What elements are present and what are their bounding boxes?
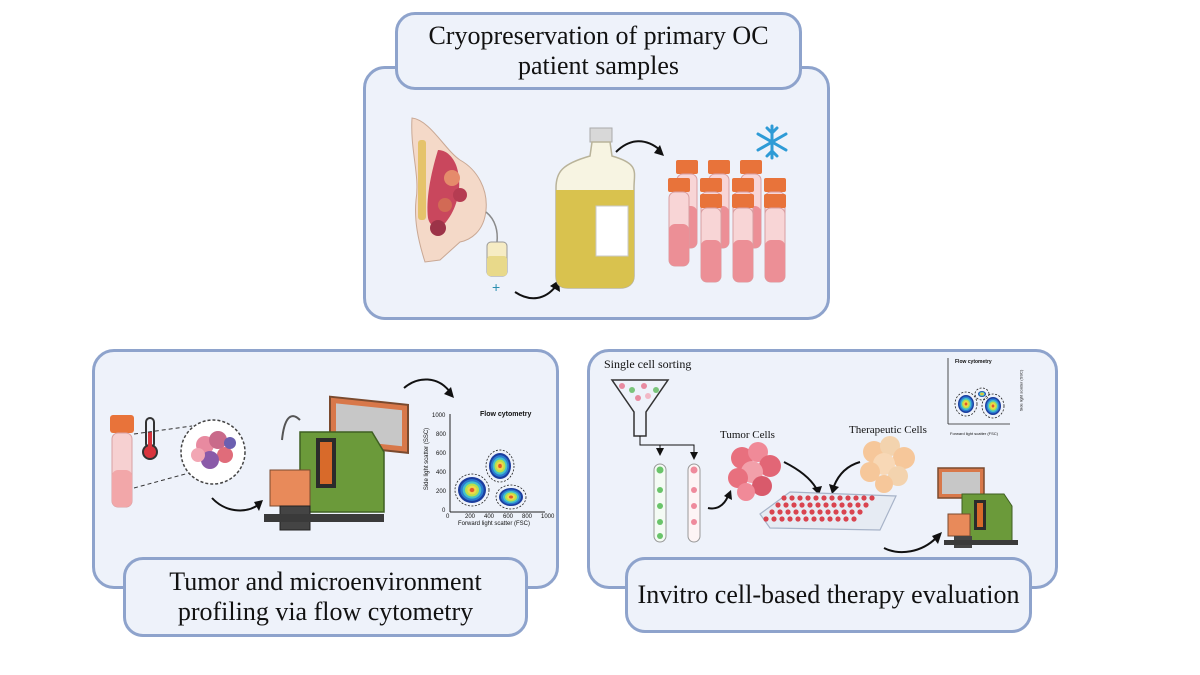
- cell-sorter-funnel-icon: [610, 379, 670, 437]
- right-plot-ylabel: Side light scatter (SSC): [1018, 369, 1024, 412]
- left-plot-ytick: 600: [436, 451, 447, 457]
- arrow-icon: [615, 140, 661, 153]
- tumor-cells-label: Tumor Cells: [720, 429, 775, 441]
- flow-profiling-title-line1: Tumor and microenvironment: [169, 567, 482, 596]
- left-plot-ytick: 800: [436, 432, 447, 438]
- panel-flow-profiling: [92, 349, 559, 589]
- therapeutic-cells-label: Therapeutic Cells: [849, 424, 927, 436]
- cryo-tube-icon: [668, 178, 690, 267]
- right-plot-xlabel: Forward light scatter (FSC): [950, 431, 999, 436]
- left-plot-ytick: 200: [436, 489, 447, 495]
- flow-profiling-title-box: Tumor and microenvironment profiling via…: [123, 557, 528, 637]
- left-plot-xtick: 200: [465, 514, 476, 520]
- flow-profiling-title-line2: profiling via flow cytometry: [177, 597, 474, 626]
- left-plot-ytick: 1000: [432, 413, 446, 419]
- left-plot-xtick: 1000: [541, 514, 555, 520]
- arrow-icon: [783, 461, 817, 489]
- well-plate-icon: [759, 491, 897, 531]
- cell-cluster-icon: [180, 419, 246, 485]
- arrow-icon: [707, 495, 729, 510]
- test-tube-icon: [110, 415, 134, 508]
- arrow-icon: [211, 497, 259, 512]
- arrow-icon: [514, 285, 557, 300]
- left-plot-xtick: 0: [446, 514, 450, 520]
- left-flow-plot: [449, 414, 545, 513]
- left-plot-title: Flow cytometry: [480, 411, 532, 418]
- left-plot-xtick: 600: [503, 514, 514, 520]
- single-cell-sorting-label: Single cell sorting: [604, 357, 692, 371]
- left-plot-ytick: 400: [436, 470, 447, 476]
- test-tube-icon: [653, 463, 667, 543]
- cryopreservation-title-line2: patient samples: [517, 51, 679, 80]
- patient-abdomen-icon: [411, 117, 487, 263]
- left-plot-xlabel: Forward light scatter (FSC): [458, 521, 531, 527]
- right-flow-plot: [947, 358, 1010, 425]
- arrow-icon: [403, 378, 451, 393]
- tumor-cells-icon: [728, 442, 781, 501]
- therapeutic-cells-icon: [860, 436, 915, 493]
- snowflake-icon: [756, 124, 788, 160]
- left-plot-xtick: 400: [484, 514, 495, 520]
- flow-cytometer-icon: [264, 395, 409, 531]
- arrow-icon: [833, 461, 861, 487]
- test-tube-icon: [687, 463, 701, 543]
- cryo-tube-icon: [764, 194, 786, 283]
- thermometer-icon: [142, 417, 158, 460]
- svg-text:+: +: [492, 279, 500, 295]
- arrow-icon: [883, 537, 937, 554]
- drainage-bag-icon: +: [486, 241, 508, 295]
- bottle-icon: [555, 127, 636, 289]
- cryo-tube-rack-icon: [668, 160, 786, 283]
- flow-cytometer-icon: [937, 467, 1018, 548]
- therapy-evaluation-title: Invitro cell-based therapy evaluation: [637, 580, 1020, 609]
- cryopreservation-title-box: Cryopreservation of primary OC patient s…: [395, 12, 802, 90]
- therapy-evaluation-title-box: Invitro cell-based therapy evaluation: [625, 557, 1032, 633]
- cryo-tube-icon: [732, 194, 754, 283]
- cryo-tube-icon: [700, 194, 722, 283]
- left-plot-ytick: 0: [442, 508, 446, 514]
- left-plot-xtick: 800: [522, 514, 533, 520]
- right-plot-title: Flow cytometry: [955, 359, 992, 365]
- cryopreservation-title-line1: Cryopreservation of primary OC: [428, 21, 769, 50]
